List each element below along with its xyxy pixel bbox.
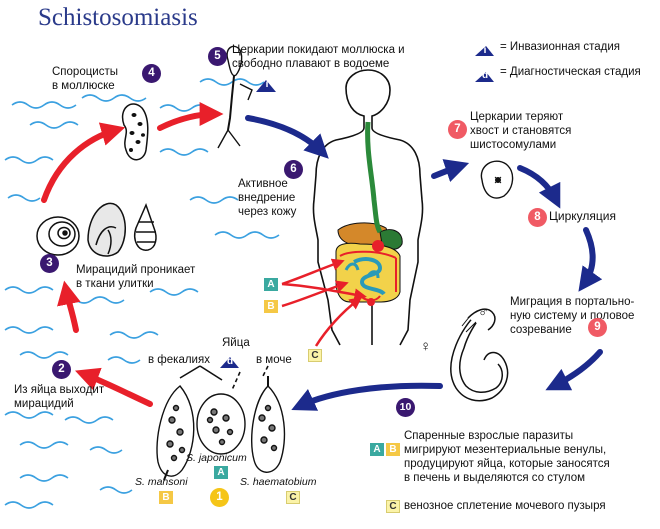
stage-3-text-1: Мирацидий проникает: [76, 264, 196, 276]
stage-10-box-b: B: [386, 443, 400, 456]
stage-6-text-1: Активное: [238, 178, 288, 190]
stage5-i-mark: i: [265, 79, 269, 90]
stage-5-text-1: Церкарии покидают моллюска и: [232, 44, 405, 56]
stage-2-badge: 2: [52, 360, 71, 379]
legend-d-mark: d: [481, 70, 489, 81]
stage-2-text-2: мирацидий: [14, 398, 74, 410]
stage-6-text-2: внедрение: [238, 192, 296, 204]
stage-10-badge: 10: [396, 398, 415, 417]
legend-triangles: [220, 46, 494, 368]
esophagus-line: [365, 121, 383, 234]
legend-i-label: = Инвазионная стадия: [500, 41, 621, 53]
eggs-d-mark: d: [226, 356, 234, 367]
schistosomulum-drawing: [480, 160, 514, 199]
stage-8-text: Циркуляция: [549, 209, 616, 223]
footnote-c-text: венозное сплетение мочевого пузыря: [404, 500, 606, 512]
egg-box-b: B: [159, 491, 173, 504]
stage-10-box-a: A: [370, 443, 384, 456]
site-arrows: [281, 258, 367, 347]
stage-7-text-3: шистосомулами: [470, 139, 557, 151]
stage-5-badge: 5: [208, 47, 227, 66]
snails-drawing: [36, 202, 157, 257]
adult-worms-drawing: [450, 308, 509, 402]
footnote-box-c: C: [386, 500, 400, 513]
liver-and-stomach: [337, 222, 403, 250]
site-box-b: B: [264, 300, 278, 313]
species-mansoni: S. mansoni: [135, 476, 188, 488]
stage-9-text-2: ную систему и половое: [510, 310, 635, 322]
stage-9-text-3: созревание: [510, 324, 572, 336]
stage-10-text-2: мигрируют мезентериальные венулы,: [404, 444, 607, 456]
blue-arrows: [245, 115, 603, 411]
stage-10-text-3: продуцируют яйца, которые заносятся: [404, 458, 610, 470]
male-symbol: ♂: [478, 304, 490, 321]
stage-10-text-1: Спаренные взрослые паразиты: [404, 430, 574, 442]
stage-3-text-2: в ткани улитки: [76, 278, 154, 290]
eggs-label: Яйца: [222, 337, 250, 349]
species-japonicum: S. japonicum: [186, 452, 247, 464]
stage-4-badge: 4: [142, 64, 161, 83]
stage-10-text-4: в печень и выделяются со стулом: [404, 472, 586, 484]
egg-drawings: [156, 376, 286, 481]
red-arrows: [41, 102, 224, 407]
egg-box-c: C: [286, 491, 300, 504]
stage-7-badge: 7: [448, 120, 467, 139]
stage-4-text-1: Спороцисты: [52, 66, 119, 78]
stage-6-text-3: через кожу: [238, 206, 297, 218]
cercaria-drawing: [217, 45, 253, 149]
stage-2-text-1: Из яйца выходит: [14, 384, 105, 396]
sporocyst-drawing: [121, 103, 149, 161]
stage-4-text-2: в моллюске: [52, 80, 115, 92]
stage-5-text-2: свободно плавают в водоеме: [232, 58, 390, 70]
stage-3-badge: 3: [40, 254, 59, 273]
human-body-drawing: [312, 69, 424, 346]
stage-1-badge: 1: [210, 488, 229, 507]
female-symbol: ♀: [420, 338, 432, 355]
egg-pointer-lines: [179, 365, 269, 391]
stage-6-badge: 6: [284, 160, 303, 179]
site-box-a: A: [264, 278, 278, 291]
eggs-feces-label: в фекалиях: [148, 354, 210, 366]
species-haematobium: S. haematobium: [240, 476, 317, 488]
egg-box-a: A: [214, 466, 228, 479]
stage-7-text-1: Церкарии теряют: [470, 111, 564, 123]
legend-d-label: = Диагностическая стадия: [500, 66, 641, 78]
intestines: [335, 240, 401, 306]
stage-9-text-1: Миграция в портально-: [510, 296, 635, 308]
page-title: Schistosomiasis: [38, 4, 198, 31]
stage-8-badge: 8: [528, 208, 547, 227]
stage-7-text-2: хвост и становятся: [470, 125, 572, 137]
legend-i-mark: i: [483, 45, 487, 56]
site-box-c: C: [308, 349, 322, 362]
eggs-urine-label: в моче: [256, 354, 292, 366]
stage-9-badge: 9: [588, 318, 607, 337]
